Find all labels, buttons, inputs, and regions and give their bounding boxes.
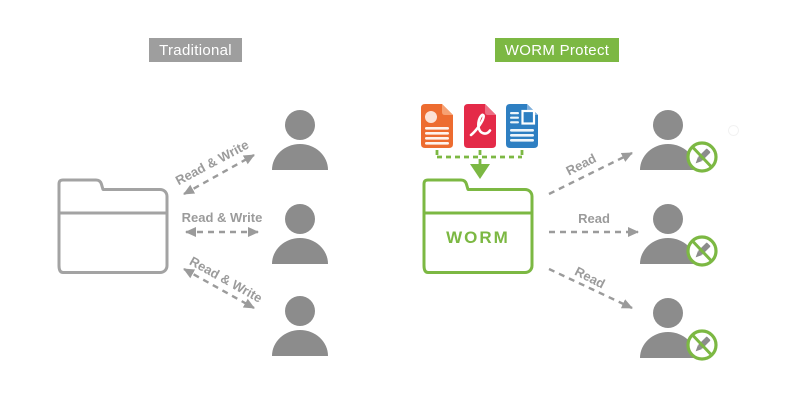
user-icon bbox=[640, 298, 696, 358]
no-write-badge-icon bbox=[686, 329, 718, 361]
user-head bbox=[653, 204, 683, 234]
user-head bbox=[653, 298, 683, 328]
white-dot-artifact bbox=[728, 125, 739, 136]
presentation-file-icon bbox=[421, 104, 453, 148]
slash bbox=[691, 333, 713, 357]
folder-outline bbox=[422, 178, 534, 274]
worm-protect-title-badge: WORM Protect bbox=[495, 38, 619, 62]
user-icon bbox=[272, 204, 328, 264]
user-head bbox=[285, 296, 315, 326]
slash bbox=[691, 145, 713, 169]
ingest-connector bbox=[435, 150, 524, 166]
acrobat-logo bbox=[469, 113, 492, 137]
pdf-file-icon bbox=[464, 104, 496, 148]
worm-protect-title: WORM Protect bbox=[504, 41, 610, 59]
user-head bbox=[285, 110, 315, 140]
slash bbox=[691, 239, 713, 263]
read-write-arrow-top bbox=[183, 153, 255, 196]
user-torso bbox=[272, 238, 328, 264]
worm-folder-icon bbox=[422, 178, 534, 274]
arrow-label: Read & Write bbox=[181, 210, 263, 225]
traditional-title: Traditional bbox=[159, 41, 232, 59]
traditional-title-badge: Traditional bbox=[149, 38, 242, 62]
arrow-label: Read bbox=[578, 211, 610, 226]
read-write-arrow-bottom bbox=[183, 267, 255, 310]
user-icon bbox=[272, 296, 328, 356]
user-torso bbox=[272, 144, 328, 170]
user-torso bbox=[272, 330, 328, 356]
no-write-badge-icon bbox=[686, 141, 718, 173]
folder-outline bbox=[57, 178, 169, 274]
user-head bbox=[285, 204, 315, 234]
user-icon bbox=[272, 110, 328, 170]
ingest-arrowhead bbox=[470, 164, 490, 179]
read-arrow-bottom bbox=[548, 267, 633, 310]
read-arrow-top bbox=[548, 151, 633, 196]
user-icon bbox=[640, 204, 696, 264]
user-head bbox=[653, 110, 683, 140]
no-write-badge-icon bbox=[686, 235, 718, 267]
worm-folder-label: WORM bbox=[446, 228, 510, 247]
traditional-folder-icon bbox=[57, 178, 169, 274]
doc-file-icon bbox=[506, 104, 538, 148]
